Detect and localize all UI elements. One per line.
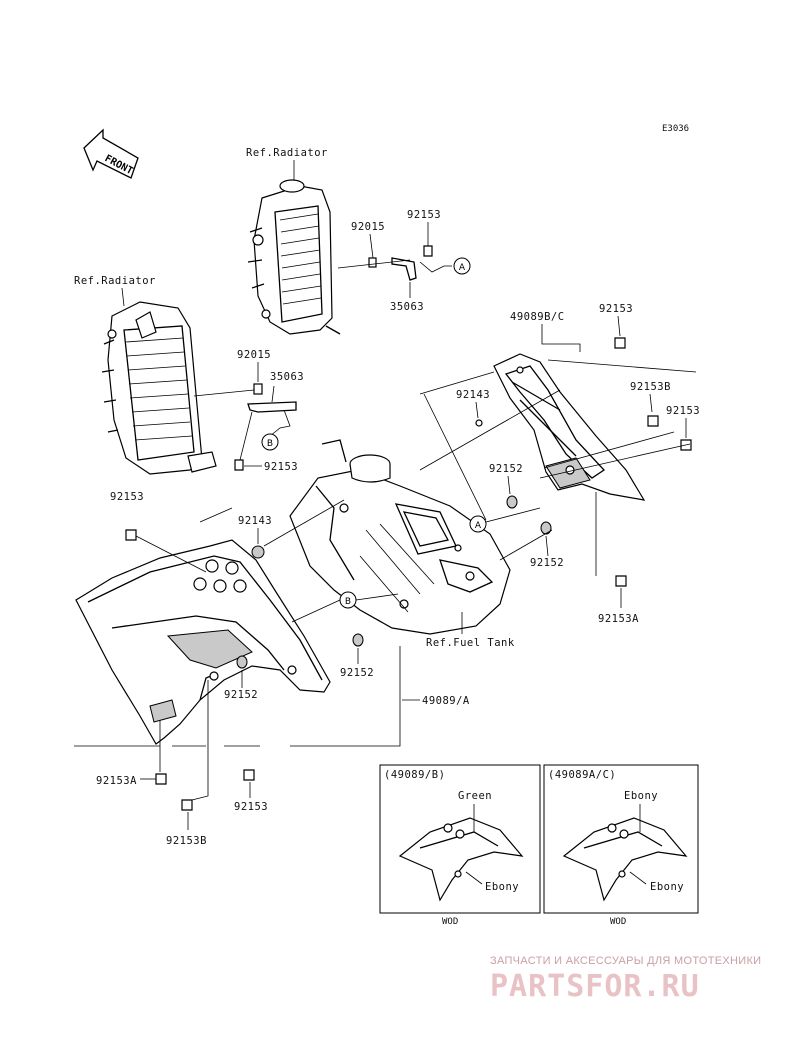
bolt-92153-left [125,529,137,541]
label-35063-mid: 35063 [270,371,304,383]
watermark-tagline: ЗАПЧАСТИ И АКСЕССУАРЫ ДЛЯ МОТОТЕХНИКИ [490,955,761,967]
grommet-92152-center [352,633,364,647]
shroud-right [493,353,646,501]
inset-49089b-color-top: Green [458,790,492,802]
label-ref-fuel-tank: Ref.Fuel Tank [426,637,515,649]
front-arrow-icon: FRONT [83,128,139,179]
label-49089a: 49089/A [422,695,470,707]
bolt-92153-bottom [243,769,255,781]
label-92153b-bottom: 92153B [166,835,207,847]
label-92152-right2: 92152 [530,557,564,569]
callout-a-lower [469,515,487,533]
label-ref-radiator-right: Ref.Radiator [246,147,328,159]
callout-b-lower-label: B [345,597,351,607]
bolt-92153a-right [615,575,627,587]
radiator-right [247,179,341,335]
label-92153a-left: 92153A [96,775,137,787]
callout-b-mid-label: B [267,439,273,449]
inset-49089b-color-bottom: Ebony [485,881,519,893]
label-92015-mid: 92015 [237,349,271,361]
grommet-92152-right2 [540,521,552,535]
label-92153a-right: 92153A [598,613,639,625]
inset-49089b: (49089/B) Green Ebony [379,764,541,914]
bracket-35063-upper [391,257,417,281]
diagram-code: E3036 [662,124,689,134]
watermark-brand: PARTSFOR.RU [490,969,700,1004]
inset-49089ac: (49089A/C) Ebony Ebony [543,764,699,914]
inset-49089ac-footer: WOD [610,917,626,927]
bolt-92015-mid [253,383,263,395]
bolt-92153-right-top [614,337,626,349]
bolt-92153a-left [155,773,167,785]
bolt-92015-upper [368,257,377,268]
callout-a-upper-label: A [459,263,466,273]
collar-92143-right [475,419,483,427]
inset-49089b-heading: (49089/B) [384,769,445,781]
inset-49089b-footer: WOD [442,917,458,927]
label-92153-upper: 92153 [407,209,441,221]
label-92143-left: 92143 [238,515,272,527]
label-35063-upper: 35063 [390,301,424,313]
label-92015-upper: 92015 [351,221,385,233]
label-92152-center: 92152 [340,667,374,679]
shroud-left [75,539,331,745]
label-92153b-right: 92153B [630,381,671,393]
radiator-left [101,301,217,475]
bolt-92153b-right [647,415,659,427]
label-92153-bottom: 92153 [234,801,268,813]
callout-b-mid [261,433,279,451]
label-92153-leftrad: 92153 [264,461,298,473]
callout-a-upper [453,257,471,275]
label-92152-left: 92152 [224,689,258,701]
bolt-92153b-bottom [181,799,193,811]
grommet-92152-right [506,495,518,509]
inset-49089ac-color-bottom: Ebony [650,881,684,893]
collar-92143-left [251,545,265,559]
callout-a-lower-label: A [475,521,482,531]
inset-49089ac-heading: (49089A/C) [548,769,616,781]
label-ref-radiator-left: Ref.Radiator [74,275,156,287]
grommet-92152-left [236,655,248,669]
label-92152-right: 92152 [489,463,523,475]
bracket-35063-mid [247,401,297,413]
bolt-92153-mid [234,459,244,471]
alignment-lines [419,359,697,561]
label-92153-left: 92153 [110,491,144,503]
inset-49089ac-color-top: Ebony [624,790,658,802]
label-49089bc: 49089B/C [510,311,565,323]
label-92143-right: 92143 [456,389,490,401]
label-92153-right-top: 92153 [599,303,633,315]
bolt-92153-upper [423,245,433,257]
fuel-tank [289,439,511,635]
label-92153-right2: 92153 [666,405,700,417]
